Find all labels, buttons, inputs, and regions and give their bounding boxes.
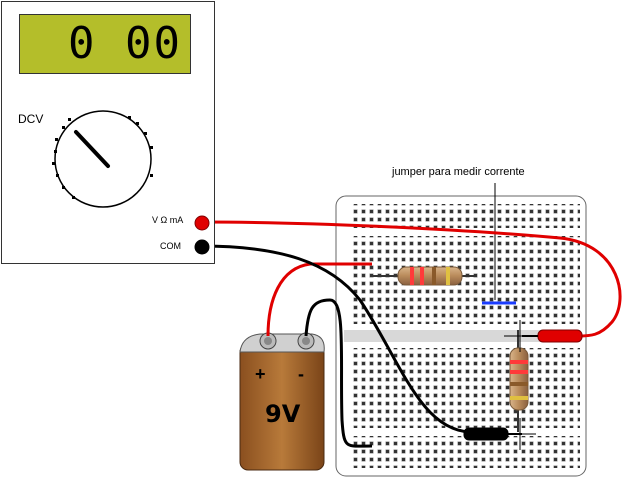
power-rail-bottom <box>352 436 580 468</box>
battery-red-wire[interactable] <box>266 262 372 337</box>
port-positive-label: V Ω mA <box>152 215 184 225</box>
lcd-display: 0 00 <box>19 14 191 74</box>
mode-label: DCV <box>18 112 44 126</box>
battery-black-wire[interactable] <box>304 298 373 448</box>
multimeter: 0 00 DCV V Ω mA COM <box>1 1 215 264</box>
red-probe[interactable] <box>522 329 583 343</box>
power-rail-top <box>352 204 580 228</box>
dial-tick-marks <box>52 116 153 199</box>
jumper-annotation: jumper para medir corrente <box>392 166 525 178</box>
hole-grid-top <box>352 236 580 324</box>
hole-grid-bottom <box>352 348 580 428</box>
port-positive-jack[interactable] <box>194 215 210 231</box>
battery-label: 9V <box>265 400 301 428</box>
port-common-label: COM <box>160 241 181 251</box>
battery-positive-sign: + <box>255 364 266 384</box>
display-value: 0 00 <box>68 18 182 69</box>
rotary-selector[interactable] <box>2 2 216 265</box>
black-probe[interactable] <box>463 427 522 441</box>
selector-pointer <box>74 130 110 168</box>
probe-black-lead[interactable] <box>201 244 471 434</box>
breadboard <box>335 195 587 477</box>
resistor-horizontal[interactable] <box>372 266 476 286</box>
center-channel <box>344 330 580 342</box>
battery-9v <box>239 332 325 471</box>
port-common-jack[interactable] <box>194 239 210 255</box>
resistor-vertical[interactable] <box>509 330 529 432</box>
probe-red-lead[interactable] <box>201 220 622 338</box>
battery-negative-sign: - <box>298 364 304 384</box>
